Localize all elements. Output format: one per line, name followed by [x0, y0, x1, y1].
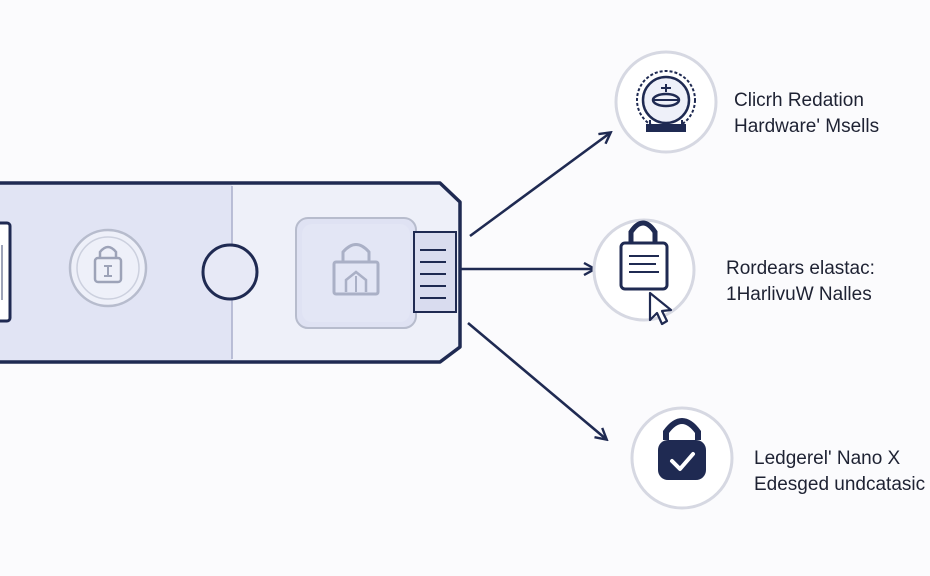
branch-label-3: Ledgerel' Nano X Edesged undcatasic — [754, 446, 925, 498]
arrow-to-branch-3 — [467, 322, 606, 439]
lock-seal-icon — [68, 228, 148, 308]
hardware-wallet-device — [0, 181, 462, 364]
usb-connector — [413, 231, 457, 313]
branch-1-line-1: Clicrh Redation — [734, 90, 864, 111]
branch-arrows — [460, 133, 610, 439]
padlock-document-cursor-icon — [592, 218, 696, 326]
gear-seal-icon — [614, 50, 718, 154]
branch-label-1: Clicrh Redation Hardware' Msells — [734, 88, 879, 140]
branch-1-line-2: Hardware' Msells — [734, 116, 880, 137]
branch-2-line-1: Rordears elastac: — [726, 258, 875, 279]
padlock-check-icon — [630, 406, 734, 510]
branch-3-line-2: Edesged undcatasic — [754, 474, 926, 495]
device-round-button[interactable] — [201, 243, 259, 301]
device-outline — [0, 181, 462, 364]
arrow-to-branch-1 — [469, 133, 610, 238]
lock-screen-icon — [332, 243, 380, 296]
branch-3-line-1: Ledgerel' Nano X — [754, 448, 901, 469]
branch-label-2: Rordears elastac: 1HarlivuW Nalles — [726, 256, 875, 308]
branch-2-line-2: 1HarlivuW Nalles — [726, 284, 872, 305]
